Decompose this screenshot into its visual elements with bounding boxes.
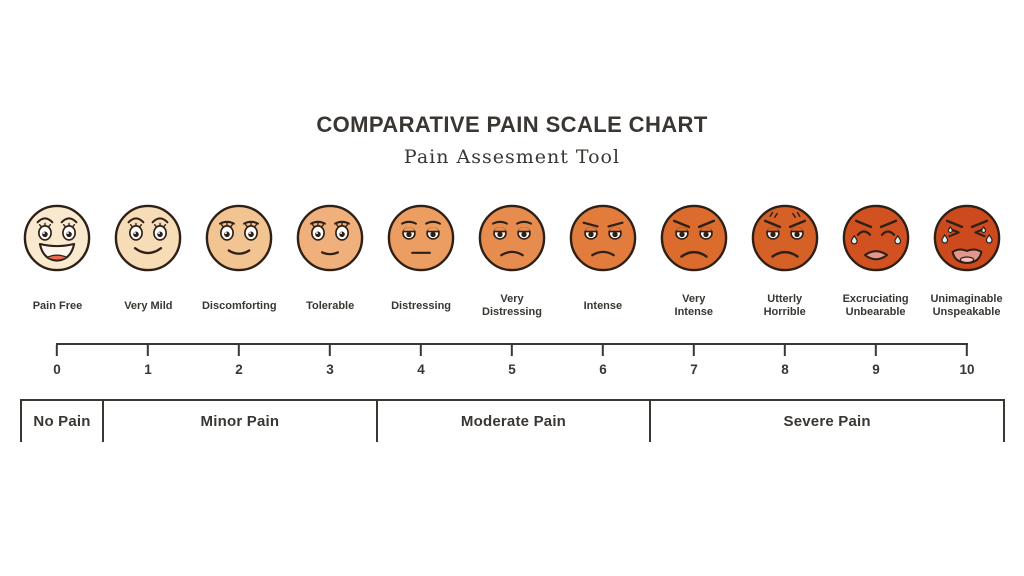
- ruler-tick: [237, 345, 241, 356]
- pain-level-label: Very Mild: [124, 299, 173, 312]
- ruler-tick: [55, 345, 59, 356]
- pain-face-icon: [933, 204, 1000, 272]
- pain-face-icon: [387, 204, 455, 272]
- pain-level-label: Tolerable: [306, 299, 355, 312]
- category-label: Moderate Pain: [460, 413, 567, 430]
- pain-level-4: Distressing: [376, 201, 467, 321]
- ruler-number: 10: [959, 362, 975, 377]
- ruler-tick: [692, 345, 696, 356]
- pain-level-label: Distressing: [391, 299, 452, 312]
- ruler-number: 7: [690, 362, 698, 377]
- ruler-number: 9: [872, 362, 880, 377]
- pain-face-icon: [842, 204, 909, 272]
- ruler-number: 6: [599, 362, 607, 377]
- ruler-tick: [601, 345, 605, 356]
- pain-level-3: Tolerable: [285, 201, 376, 321]
- chart-subtitle: Pain Assesment Tool: [403, 146, 621, 168]
- ruler-number: 3: [326, 362, 334, 377]
- ruler-tick: [965, 345, 969, 356]
- pain-categories: No Pain Minor Pain Moderate Pain Severe Pai…: [20, 399, 1005, 442]
- ruler-number: 0: [53, 362, 61, 377]
- category-label: Minor Pain: [200, 413, 280, 430]
- ruler-number: 4: [417, 362, 425, 377]
- faces-row: Pain Free Very Mild Discomforting Tolerable…: [12, 201, 1012, 321]
- category-minor-pain: Minor Pain: [102, 401, 376, 442]
- pain-face-icon: [751, 204, 819, 272]
- pain-face-icon: [115, 204, 182, 272]
- ruler-number: 5: [508, 362, 516, 377]
- category-no-pain: No Pain: [20, 401, 102, 442]
- pain-face-icon: [205, 204, 273, 272]
- ruler-tick: [328, 345, 332, 356]
- category-moderate-pain: Moderate Pain: [375, 401, 650, 442]
- pain-face-icon: [296, 204, 364, 272]
- pain-level-label: Pain Free: [32, 299, 83, 312]
- pain-level-label: Discomforting: [201, 299, 277, 312]
- pain-face-icon: [660, 204, 728, 272]
- pain-face-icon: [24, 204, 91, 272]
- ruler-tick: [510, 345, 514, 356]
- pain-level-6: Intense: [557, 201, 648, 321]
- ruler-number: 2: [235, 362, 243, 377]
- category-severe-pain: Severe Pain: [649, 401, 1005, 442]
- scale-ruler: 0 1 2 3 4 5 6 7 8 9 10: [53, 343, 975, 385]
- ruler-number: 8: [781, 362, 789, 377]
- pain-level-2: Discomforting: [194, 201, 285, 321]
- pain-level-label: Intense: [583, 299, 623, 312]
- ruler-tick: [419, 345, 423, 356]
- ruler-line: [56, 343, 968, 346]
- pain-face-icon: [478, 204, 546, 272]
- pain-level-1: Very Mild: [103, 201, 194, 321]
- chart-title: COMPARATIVE PAIN SCALE CHART: [316, 112, 708, 137]
- category-label: Severe Pain: [783, 413, 871, 430]
- ruler-tick: [783, 345, 787, 356]
- ruler-tick: [146, 345, 150, 356]
- category-label: No Pain: [33, 413, 91, 430]
- pain-face-icon: [569, 204, 637, 272]
- ruler-tick: [874, 345, 878, 356]
- ruler-number: 1: [144, 362, 152, 377]
- pain-level-0: Pain Free: [12, 201, 103, 321]
